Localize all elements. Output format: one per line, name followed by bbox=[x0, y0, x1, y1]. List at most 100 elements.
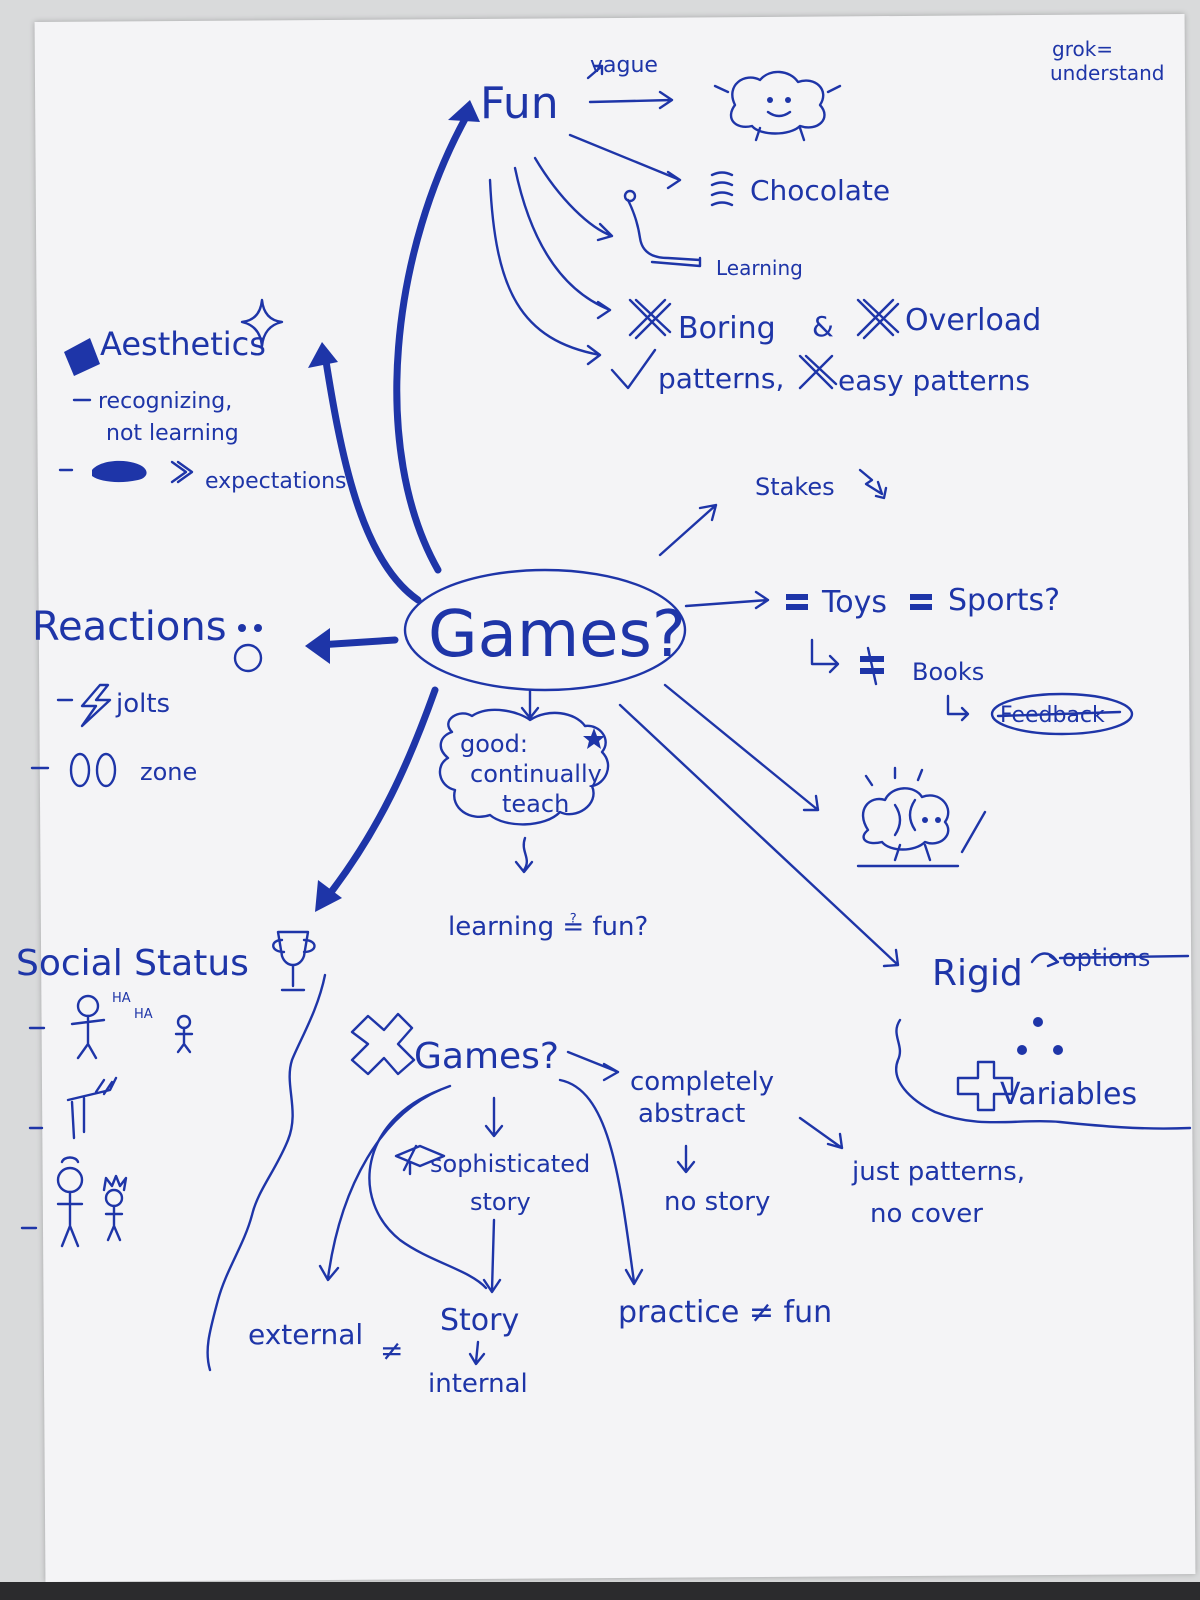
lightning-icon bbox=[80, 683, 112, 728]
learning-label: Learning bbox=[716, 256, 803, 280]
arrow-to-aesthetics bbox=[321, 351, 422, 604]
trophy-icon bbox=[272, 930, 316, 992]
eyes-icon bbox=[69, 752, 91, 788]
good-line3: teach bbox=[502, 790, 569, 818]
arrow-patterns bbox=[488, 178, 602, 366]
scribble-icon bbox=[92, 460, 147, 483]
sophisticated-line1: sophisticated bbox=[430, 1150, 590, 1178]
arrow-to-abstract bbox=[566, 1050, 620, 1082]
cross-icon-easy bbox=[798, 354, 838, 390]
not-games-label: Games? bbox=[414, 1036, 559, 1077]
small-person-icon bbox=[176, 1014, 192, 1030]
amp-label: & bbox=[812, 310, 834, 343]
therefore-icon bbox=[1033, 1017, 1043, 1027]
table-edge bbox=[0, 1582, 1200, 1600]
arrow-to-books bbox=[810, 638, 840, 674]
options-strike bbox=[1058, 954, 1190, 960]
matchstick-icon bbox=[626, 198, 702, 268]
greater-equal-icon bbox=[170, 460, 194, 484]
arrow-to-stakes bbox=[658, 503, 718, 557]
plus-icon bbox=[956, 1060, 1014, 1112]
arrow-to-good bbox=[520, 688, 540, 720]
grad-cap-icon bbox=[394, 1144, 446, 1176]
just-patterns-label: just patterns, bbox=[851, 1157, 1025, 1187]
equals-icon-toys bbox=[786, 594, 808, 610]
no-story-label: no story bbox=[664, 1187, 770, 1217]
toys-label: Toys bbox=[821, 585, 887, 620]
arrow-learning bbox=[533, 156, 614, 242]
arrowhead-social bbox=[315, 880, 342, 912]
no-cover-label: no cover bbox=[870, 1199, 983, 1229]
easy-patterns-label: easy patterns bbox=[838, 364, 1030, 397]
arrowhead-aesthetics bbox=[308, 342, 338, 368]
filled-square-icon bbox=[64, 338, 100, 376]
arrow-to-just-patterns bbox=[798, 1116, 844, 1150]
crowned-person-icon bbox=[104, 1188, 124, 1208]
story-label: Story bbox=[440, 1303, 519, 1338]
arrowhead-reactions bbox=[305, 628, 330, 664]
good-conclusion: learning ≟ fun? bbox=[448, 912, 648, 942]
stakes-label: Stakes bbox=[755, 473, 835, 501]
cross-icon-overload bbox=[856, 298, 900, 340]
arrow-to-internal bbox=[468, 1340, 486, 1366]
arrow-to-fun bbox=[393, 106, 474, 574]
arrow-to-sophisticated bbox=[484, 1096, 504, 1138]
aesthetics-item1-line2: not learning bbox=[106, 421, 239, 446]
center-ellipse bbox=[403, 568, 687, 692]
aesthetics-item1-line1: recognizing, bbox=[98, 389, 232, 414]
arrowhead-fun bbox=[448, 100, 480, 122]
practice-label: practice ≠ fun bbox=[618, 1295, 832, 1330]
reactions-item1: jolts bbox=[115, 689, 170, 719]
divider-wave-right bbox=[895, 1018, 1192, 1130]
arrow-to-social bbox=[321, 686, 439, 904]
cross-icon-games bbox=[350, 1012, 416, 1076]
ha-1: HA bbox=[112, 991, 131, 1006]
equals-icon-sports bbox=[910, 594, 932, 610]
raised-hands-icon bbox=[66, 1076, 118, 1140]
external-label: external bbox=[248, 1318, 363, 1351]
sports-label: Sports? bbox=[948, 583, 1060, 618]
arrow-to-toys bbox=[684, 590, 770, 610]
vague-small-arrow bbox=[586, 64, 604, 80]
patterns-label: patterns, bbox=[658, 362, 784, 395]
zigzag-icon bbox=[858, 468, 888, 500]
arrow-chocolate bbox=[568, 133, 682, 190]
internal-label: internal bbox=[428, 1369, 528, 1399]
grok-note-line2: understand bbox=[1050, 61, 1164, 85]
approx-icon bbox=[710, 171, 734, 207]
books-label: Books bbox=[912, 658, 984, 686]
brain-icon bbox=[861, 787, 950, 851]
divider-wave-left bbox=[206, 973, 327, 1372]
arrow-to-options bbox=[1030, 952, 1060, 968]
sophisticated-line2: story bbox=[470, 1188, 531, 1216]
overload-label: Overload bbox=[905, 303, 1041, 338]
arrow-to-rigid bbox=[618, 703, 900, 968]
rigid-label: Rigid bbox=[932, 953, 1023, 994]
abstract-line2: abstract bbox=[638, 1099, 745, 1129]
abstract-line1: completely bbox=[630, 1067, 774, 1097]
arrow-to-feedback bbox=[946, 694, 970, 722]
boring-label: Boring bbox=[678, 311, 776, 346]
star-icon bbox=[583, 728, 605, 749]
arrow-to-conclusion bbox=[514, 836, 534, 874]
reactions-label: Reactions bbox=[32, 604, 227, 650]
arrow-to-no-story bbox=[676, 1144, 696, 1174]
variables-label: Variables bbox=[1000, 1077, 1137, 1112]
good-line1: good: bbox=[460, 730, 528, 758]
arrow-to-story bbox=[482, 1218, 502, 1294]
arrow-boring bbox=[513, 166, 612, 320]
surprised-face-icon bbox=[233, 643, 263, 673]
sparkle-icon bbox=[240, 298, 284, 348]
laughing-person-icon bbox=[76, 994, 100, 1018]
center-label: Games? bbox=[428, 598, 686, 672]
arrow-to-external bbox=[318, 1084, 452, 1282]
not-equal-icon bbox=[860, 656, 884, 674]
grok-note-line1: grok= bbox=[1052, 37, 1113, 61]
arrow-to-brain bbox=[663, 683, 820, 812]
arrow-vague bbox=[588, 90, 674, 110]
fun-label: Fun bbox=[480, 78, 559, 129]
curve-to-story bbox=[368, 1088, 488, 1290]
crying-person-icon bbox=[56, 1166, 84, 1194]
social-label: Social Status bbox=[16, 943, 249, 984]
